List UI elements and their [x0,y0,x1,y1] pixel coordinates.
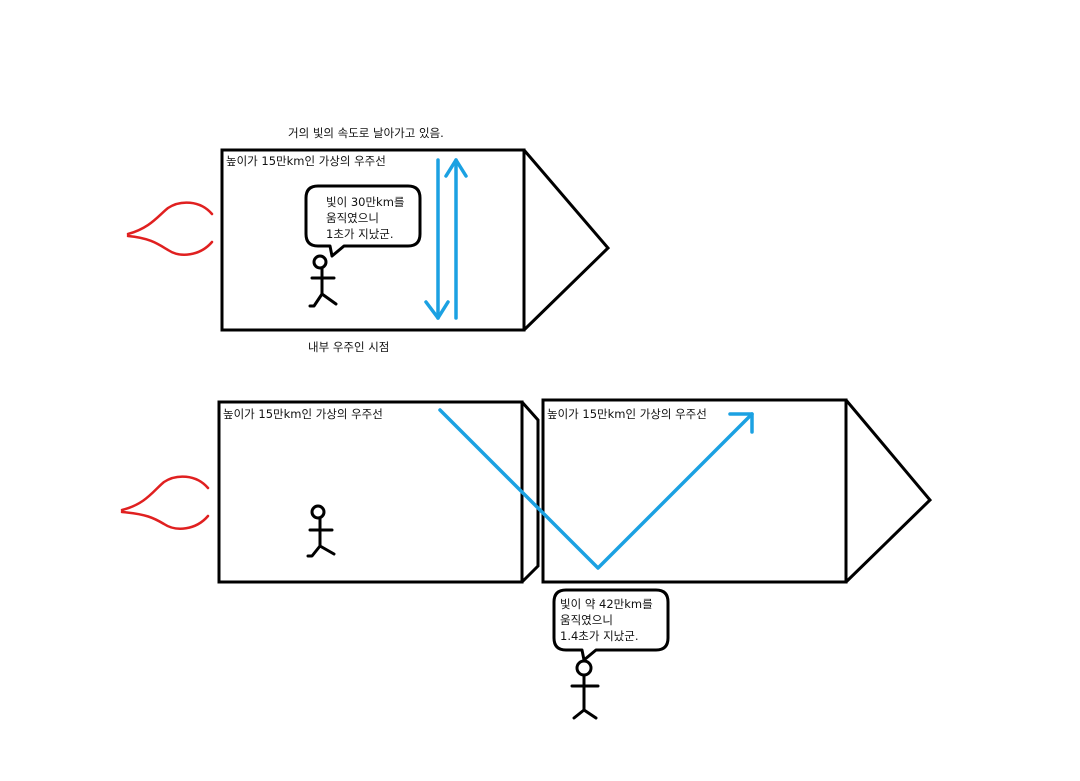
top-spaceship [220,148,611,332]
bottom-rocket-flame [120,475,210,530]
top-caption: 거의 빛의 속도로 날아가고 있음. [288,126,444,140]
top-bubble-line-1: 빛이 30만km를 [326,195,404,209]
top-rocket-flame [126,201,214,256]
bottom-ship2-label: 높이가 15만km인 가상의 우주선 [547,407,707,421]
bottom-spaceship-1 [217,400,540,584]
bottom-bubble-line-2: 움직였으니 [560,613,613,627]
top-astronaut-figure [308,254,338,308]
top-ship-label: 높이가 15만km인 가상의 우주선 [226,154,386,168]
bottom-spaceship-2 [541,398,933,584]
top-bubble-line-3: 1초가 지났군. [326,227,394,241]
bottom-light-path [438,408,754,570]
top-speech-bubble: 빛이 30만km를 움직였으니 1초가 지났군. [304,184,422,258]
bottom-astronaut-figure [306,504,336,558]
bottom-speech-bubble: 빛이 약 42만km를 움직였으니 1.4초가 지났군. [552,588,670,662]
top-bubble-line-2: 움직였으니 [326,211,379,225]
bottom-bubble-line-3: 1.4초가 지났군. [560,629,639,643]
bottom-bubble-line-1: 빛이 약 42만km를 [560,597,653,611]
top-light-path [424,158,468,320]
outside-observer-figure [570,659,600,720]
top-viewpoint-caption: 내부 우주인 시점 [308,340,389,354]
bottom-ship1-label: 높이가 15만km인 가상의 우주선 [223,407,383,421]
